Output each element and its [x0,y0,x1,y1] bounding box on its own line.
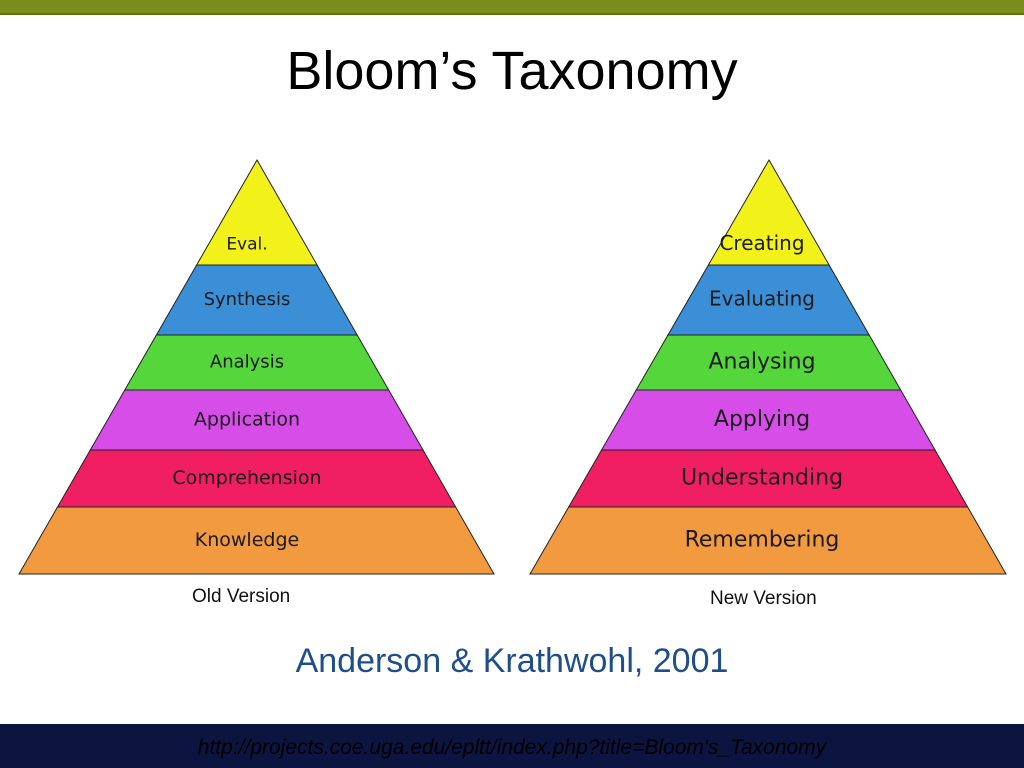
pyramid-0-level-3-label: Application [194,409,300,431]
pyramid-1-level-3-label: Applying [714,407,810,432]
pyramid-0-level-5 [18,506,495,575]
pyramid-1-level-5-label: Remembering [685,528,840,553]
old-version-caption: Old Version [192,586,291,607]
pyramid-0-level-5-label: Knowledge [195,529,299,551]
source-url[interactable]: http://projects.coe.uga.edu/epltt/index.… [197,736,827,759]
pyramid-0-level-1-label: Synthesis [204,289,291,310]
pyramid-0-level-4-label: Comprehension [172,467,321,489]
pyramid-0-level-2-label: Analysis [210,352,284,373]
top-accent-line [0,13,1024,15]
pyramid-1-level-4-label: Understanding [681,466,843,491]
new-version-caption: New Version [710,588,817,609]
pyramid-1-level-2-label: Analysing [708,350,815,375]
top-accent-bar [0,0,1024,13]
pyramid-1-level-5 [529,506,1007,575]
citation: Anderson & Krathwohl, 2001 [295,642,729,680]
pyramid-1-level-0-label: Creating [719,231,804,255]
new-version-pyramid: CreatingEvaluatingAnalysingApplyingUnder… [529,158,1007,575]
pyramid-1-level-1-label: Evaluating [709,287,815,311]
slide-title: Bloom’s Taxonomy [286,41,738,101]
footer-bar [0,724,1024,768]
pyramid-diagrams: Eval. SynthesisAnalysisApplicationCompreh… [18,158,1007,575]
old-version-pyramid: Eval. SynthesisAnalysisApplicationCompreh… [18,158,495,575]
pyramid-0-level-0-label: Eval. [226,235,267,255]
